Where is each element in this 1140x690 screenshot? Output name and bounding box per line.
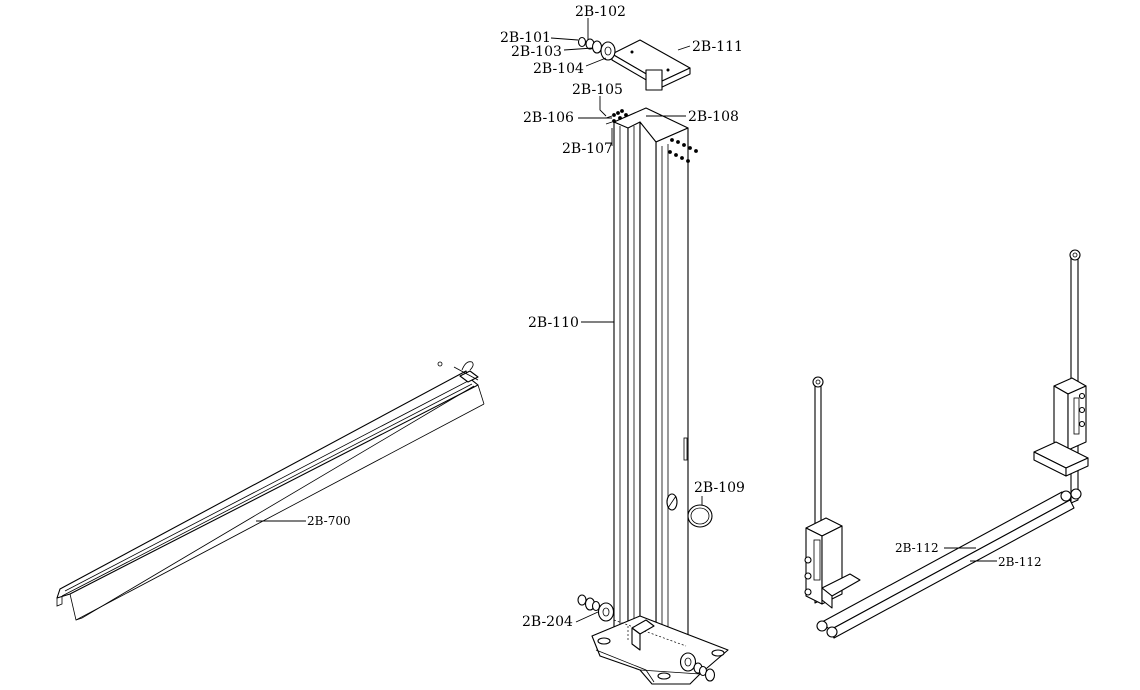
label-2b-103: 2B-103	[511, 44, 562, 60]
top-bolts	[605, 109, 698, 163]
cover-bar-2b-700	[56, 361, 485, 621]
lower-pulley-right	[679, 652, 716, 682]
main-column-2b-110	[591, 107, 729, 685]
part-labels: 2B-102 2B-101 2B-103 2B-104 2B-111 2B-10…	[307, 4, 1042, 630]
label-2b-107: 2B-107	[562, 141, 613, 157]
top-bracket-2b-111	[611, 39, 691, 91]
leader-lines	[256, 18, 997, 623]
label-2b-111: 2B-111	[692, 39, 743, 55]
label-2b-104: 2B-104	[533, 61, 584, 77]
lower-pulley-left-2b-204	[577, 594, 615, 622]
label-2b-101: 2B-101	[500, 30, 551, 46]
label-2b-204: 2B-204	[522, 614, 573, 630]
cable-assembly-2b-112	[804, 249, 1089, 639]
label-2b-110: 2B-110	[528, 315, 579, 331]
grommet-2b-109	[687, 504, 713, 528]
top-pulley-stack-2b-101-104	[577, 36, 616, 61]
label-2b-112-right: 2B-112	[998, 555, 1042, 569]
label-2b-106: 2B-106	[523, 110, 574, 126]
label-2b-700: 2B-700	[307, 514, 351, 528]
label-2b-108: 2B-108	[688, 109, 739, 125]
label-2b-102: 2B-102	[575, 4, 626, 20]
label-2b-109: 2B-109	[694, 480, 745, 496]
label-2b-112-left: 2B-112	[895, 541, 939, 555]
label-2b-105: 2B-105	[572, 82, 623, 98]
